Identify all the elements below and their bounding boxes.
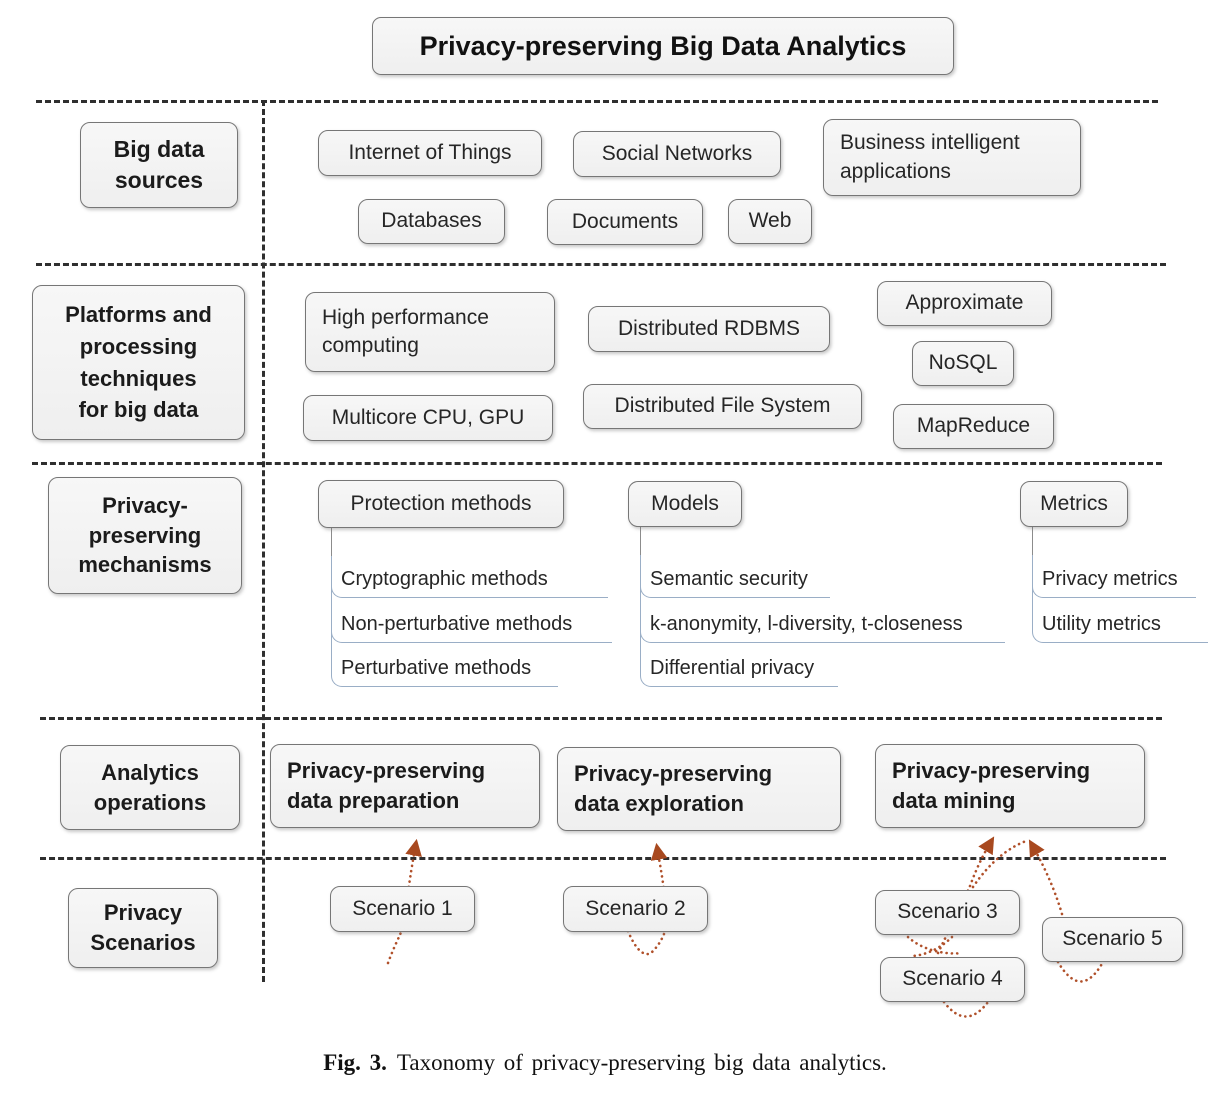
connector-protection-stub bbox=[331, 528, 332, 556]
arrow-cross-s3-s4-b bbox=[911, 935, 954, 958]
item-utility-metrics: Utility metrics bbox=[1042, 613, 1161, 635]
node-documents: Documents bbox=[547, 199, 703, 245]
item-cryptographic-methods: Cryptographic methods bbox=[341, 568, 548, 590]
group-metrics: Metrics bbox=[1020, 481, 1128, 527]
separator-row5 bbox=[40, 857, 1166, 860]
separator-row1 bbox=[36, 100, 1158, 103]
row-label-analytics-operations: Analytics operations bbox=[60, 745, 240, 830]
connector-metrics-stub bbox=[1032, 527, 1033, 555]
arrow-scenario1-to-preparation bbox=[386, 838, 422, 965]
diagram-title: Privacy-preserving Big Data Analytics bbox=[372, 17, 954, 75]
arrow-scenario2-to-exploration bbox=[626, 842, 669, 956]
item-perturbative-methods: Perturbative methods bbox=[341, 657, 532, 679]
node-social-networks: Social Networks bbox=[573, 131, 781, 177]
node-approximate: Approximate bbox=[877, 281, 1052, 326]
figure-caption-label: Fig. 3. bbox=[323, 1050, 387, 1075]
connector-models-dp bbox=[640, 527, 838, 687]
node-high-performance-computing: High performance computing bbox=[305, 292, 555, 372]
arrow-loop-below-s5 bbox=[1056, 960, 1105, 983]
node-scenario-3: Scenario 3 bbox=[875, 890, 1020, 935]
item-differential-privacy: Differential privacy bbox=[650, 657, 815, 679]
node-pp-data-mining: Privacy-preserving data mining bbox=[875, 744, 1145, 828]
node-pp-data-preparation: Privacy-preserving data preparation bbox=[270, 744, 540, 828]
node-scenario-5: Scenario 5 bbox=[1042, 917, 1183, 962]
node-scenario-4: Scenario 4 bbox=[880, 957, 1025, 1002]
node-databases: Databases bbox=[358, 199, 505, 244]
node-internet-of-things: Internet of Things bbox=[318, 130, 542, 176]
row-label-big-data-sources: Big data sources bbox=[80, 122, 238, 208]
arrow-cross-s3-s4-a bbox=[906, 935, 964, 955]
arrow-scenario5-to-mining bbox=[1028, 839, 1064, 916]
figure-caption: Fig. 3. Taxonomy of privacy-preserving bi… bbox=[0, 1050, 1210, 1076]
node-scenario-1: Scenario 1 bbox=[330, 886, 475, 932]
row-label-privacy-scenarios: Privacy Scenarios bbox=[68, 888, 218, 968]
node-distributed-file-system: Distributed File System bbox=[583, 384, 862, 429]
separator-row3 bbox=[32, 462, 1162, 465]
arrow-loop-below-s4 bbox=[942, 1000, 990, 1018]
group-models: Models bbox=[628, 481, 742, 527]
separator-row2 bbox=[36, 263, 1166, 266]
node-multicore-cpu-gpu: Multicore CPU, GPU bbox=[303, 395, 553, 441]
node-pp-data-exploration: Privacy-preserving data exploration bbox=[557, 747, 841, 831]
node-nosql: NoSQL bbox=[912, 341, 1014, 386]
figure-caption-text: Taxonomy of privacy-preserving big data … bbox=[396, 1050, 887, 1075]
row-label-platforms: Platforms and processing techniques for … bbox=[32, 285, 245, 440]
item-privacy-metrics: Privacy metrics bbox=[1042, 568, 1178, 590]
node-scenario-2: Scenario 2 bbox=[563, 886, 708, 932]
connector-metrics-utility bbox=[1032, 527, 1208, 643]
item-k-anonymity: k-anonymity, l-diversity, t-closeness bbox=[650, 613, 963, 635]
group-protection-methods: Protection methods bbox=[318, 480, 564, 528]
row-label-mechanisms: Privacy- preserving mechanisms bbox=[48, 477, 242, 594]
node-business-intelligent-applications: Business intelligent applications bbox=[823, 119, 1081, 196]
connector-protection-pert bbox=[331, 528, 558, 687]
item-semantic-security: Semantic security bbox=[650, 568, 808, 590]
separator-column bbox=[262, 100, 265, 982]
item-non-perturbative-methods: Non-perturbative methods bbox=[341, 613, 573, 635]
node-web: Web bbox=[728, 199, 812, 244]
connector-models-stub bbox=[640, 527, 641, 555]
node-mapreduce: MapReduce bbox=[893, 404, 1054, 449]
arrow-strand-scenario3-right bbox=[971, 839, 1028, 889]
separator-row4 bbox=[40, 717, 1162, 720]
node-distributed-rdbms: Distributed RDBMS bbox=[588, 306, 830, 352]
